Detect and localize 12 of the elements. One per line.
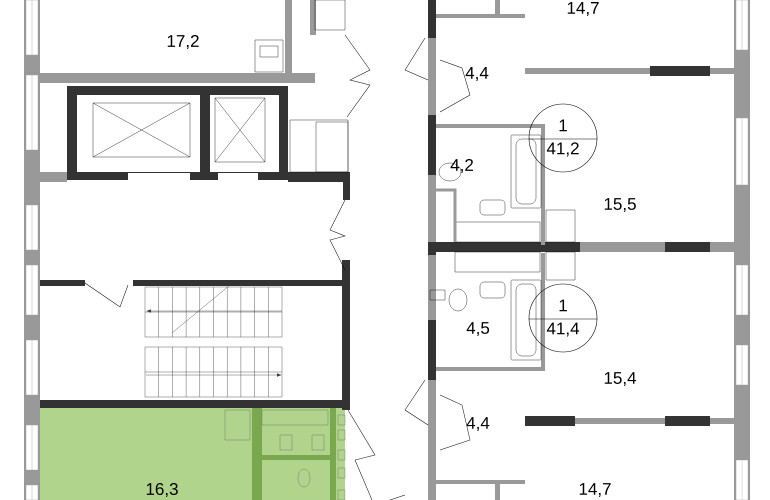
room-area: 4,4 bbox=[466, 417, 490, 431]
room-area: 16,3 bbox=[146, 482, 178, 498]
room-area: 17,2 bbox=[168, 34, 199, 50]
room-area: 15,5 bbox=[604, 198, 636, 212]
room-area: 4,5 bbox=[466, 322, 490, 336]
room-area: 14,7 bbox=[580, 483, 611, 497]
apartment-badge: 1 41,2 bbox=[528, 104, 598, 172]
room-area: 15,4 bbox=[604, 372, 636, 386]
room-area: 14,7 bbox=[568, 2, 599, 16]
apartment-badge: 1 41,4 bbox=[528, 284, 598, 352]
room-area: 4,4 bbox=[466, 67, 488, 81]
room-area: 4,2 bbox=[450, 158, 473, 174]
